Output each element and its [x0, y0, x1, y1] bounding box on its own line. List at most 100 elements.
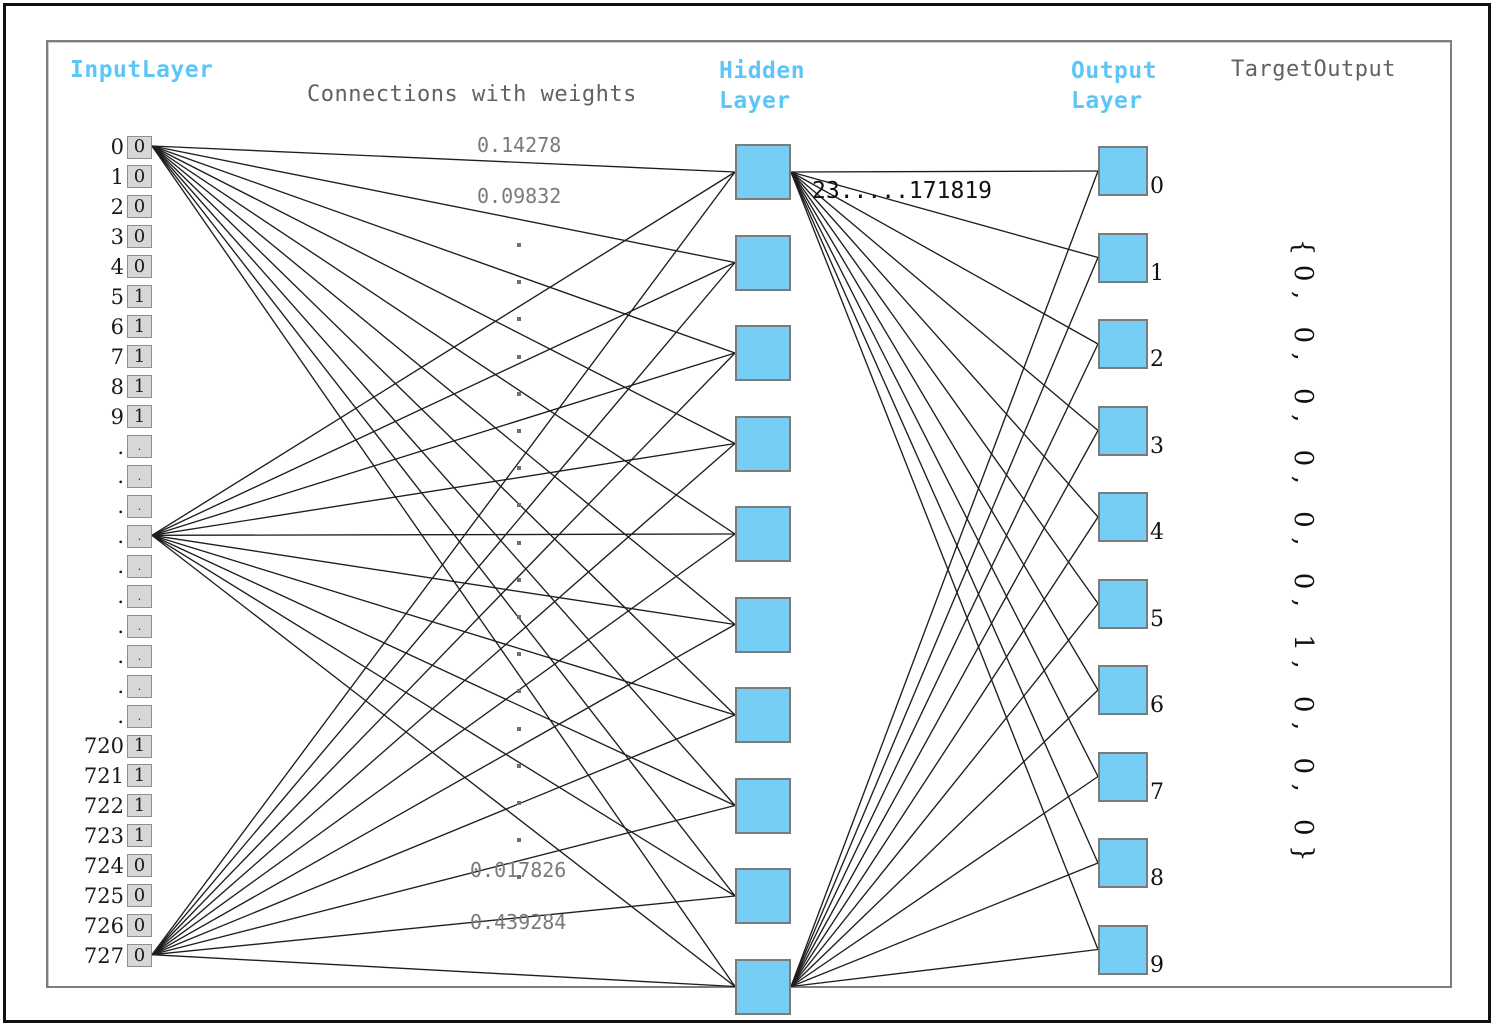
input-node-value[interactable]: . — [127, 554, 152, 578]
output-neuron[interactable] — [1098, 665, 1148, 715]
input-node-index-label: 724 — [83, 853, 124, 878]
input-node-index-label: 720 — [83, 734, 124, 758]
output-neuron-label: 1 — [1150, 260, 1164, 286]
hidden-neuron[interactable] — [735, 144, 791, 200]
input-node-value[interactable]: 0 — [127, 165, 152, 189]
input-node-value[interactable]: 0 — [127, 854, 152, 878]
input-node-value[interactable]: 1 — [127, 794, 152, 818]
input-node-value[interactable]: 0 — [127, 195, 152, 219]
input-node-value[interactable]: 1 — [127, 764, 152, 788]
weight-ellipsis-dot — [517, 652, 521, 657]
output-neuron[interactable] — [1098, 232, 1148, 283]
title-connections-with-weights: Connections with weights — [307, 82, 637, 107]
title-hidden-layer-line2: Layer — [719, 88, 791, 114]
output-neuron[interactable] — [1098, 924, 1148, 975]
title-output-layer-line2: Layer — [1071, 88, 1143, 114]
input-node-value[interactable]: . — [127, 584, 152, 608]
target-output-vector: {0, 0, 0, 0, 0, 0, 1, 0, 0, 0} — [1283, 140, 1323, 970]
weight-label-4: 0.439284 — [470, 910, 567, 934]
weight-ellipsis-dot — [517, 391, 521, 396]
input-node-index-label: . — [117, 434, 124, 459]
input-node-index-label: . — [117, 704, 124, 729]
input-node-index-label: 722 — [83, 793, 124, 818]
output-neuron[interactable] — [1098, 578, 1148, 629]
input-node-value[interactable]: 0 — [127, 255, 152, 279]
weight-ellipsis-dot — [517, 801, 521, 805]
hidden-neuron[interactable] — [735, 958, 791, 1015]
hidden-neuron[interactable] — [735, 596, 791, 653]
hidden-neuron[interactable] — [735, 234, 791, 291]
output-neuron[interactable] — [1098, 751, 1148, 802]
input-node-value[interactable]: . — [127, 704, 152, 728]
input-node-value[interactable]: 0 — [127, 135, 152, 159]
input-node-row: .. — [62, 493, 152, 519]
input-node-value[interactable]: 1 — [127, 824, 152, 848]
output-neuron[interactable] — [1098, 146, 1148, 196]
title-hidden-layer-line1: Hidden — [719, 58, 806, 84]
input-node-value[interactable]: . — [127, 494, 152, 518]
input-node-index-label: 4 — [110, 254, 124, 279]
input-node-value[interactable]: 1 — [127, 375, 152, 399]
input-node-index-label: 725 — [83, 883, 124, 908]
weight-ellipsis-dot — [517, 615, 521, 619]
input-node-value[interactable]: 1 — [127, 315, 152, 339]
input-node-value[interactable]: 0 — [127, 884, 152, 908]
output-neuron-label: 0 — [1150, 174, 1164, 199]
input-node-value[interactable]: . — [127, 435, 152, 458]
input-node-value[interactable]: 0 — [127, 914, 152, 938]
input-node-row: .. — [62, 463, 152, 489]
input-node-value[interactable]: 1 — [127, 734, 152, 758]
hidden-neuron[interactable] — [735, 506, 791, 562]
hidden-connection-label: 23.....171819 — [812, 178, 993, 204]
weight-ellipsis-dot — [517, 503, 521, 508]
input-node-row: .. — [62, 703, 152, 729]
input-node-value[interactable]: 1 — [127, 285, 152, 309]
output-neuron[interactable] — [1098, 492, 1148, 542]
input-node-value[interactable]: 1 — [127, 345, 152, 369]
input-node-value[interactable]: . — [127, 524, 152, 548]
title-input-layer: InputLayer — [70, 57, 214, 83]
input-node-index-label: . — [117, 674, 124, 699]
input-node-index-label: 723 — [83, 823, 124, 848]
hidden-neuron[interactable] — [735, 777, 791, 834]
input-node-value[interactable]: . — [127, 644, 152, 668]
input-node-row: .. — [62, 673, 152, 699]
input-node-value[interactable]: . — [127, 464, 152, 488]
weight-ellipsis-dot — [517, 875, 521, 880]
input-node-value[interactable]: . — [127, 674, 152, 698]
input-node-index-label: 727 — [83, 943, 124, 968]
input-node-value[interactable]: 1 — [127, 405, 152, 429]
input-node-index-label: . — [117, 494, 124, 519]
input-node-value[interactable]: 0 — [127, 944, 152, 968]
hidden-neuron[interactable] — [735, 687, 791, 743]
hidden-neuron[interactable] — [735, 325, 791, 381]
weight-ellipsis-dot — [517, 466, 521, 471]
input-node-index-label: . — [117, 644, 124, 669]
output-neuron[interactable] — [1098, 405, 1148, 456]
weight-label-1: 0.14278 — [477, 133, 562, 157]
output-neuron-label: 6 — [1150, 693, 1164, 718]
input-node-row: .. — [62, 583, 152, 609]
input-node-row: .. — [62, 643, 152, 669]
input-node-index-label: 726 — [83, 913, 124, 938]
input-node-row: .. — [62, 434, 152, 460]
input-node-value[interactable]: 0 — [127, 225, 152, 249]
input-node-value[interactable]: . — [127, 614, 152, 638]
hidden-neuron[interactable] — [735, 415, 791, 472]
hidden-neuron[interactable] — [735, 868, 791, 924]
input-node-index-label: 3 — [110, 224, 124, 249]
output-neuron[interactable] — [1098, 838, 1148, 888]
input-node-row: .. — [62, 523, 152, 549]
input-node-row: .. — [62, 613, 152, 639]
output-neuron-label: 3 — [1150, 433, 1164, 459]
output-neuron[interactable] — [1098, 319, 1148, 369]
input-node-index-label: . — [117, 524, 124, 549]
